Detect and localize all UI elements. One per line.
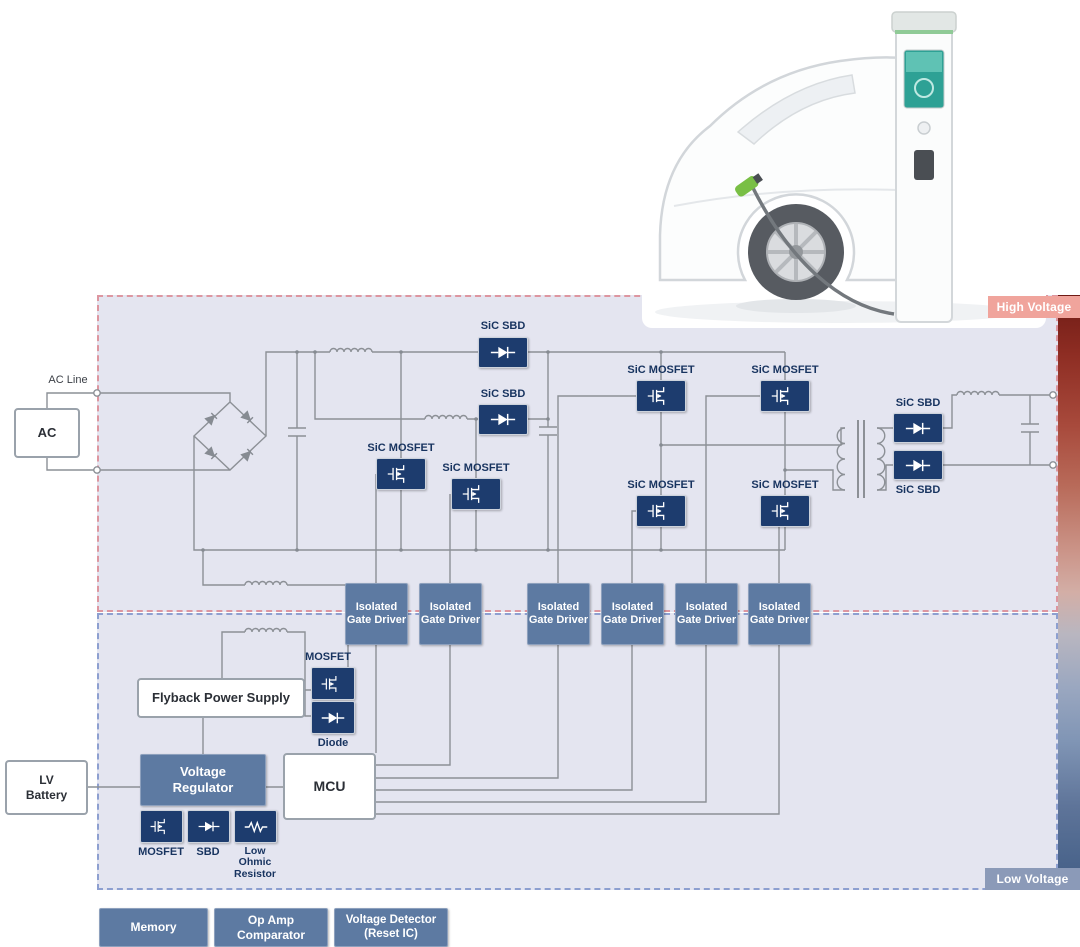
isolated-gate-driver-1[interactable]: Isolated Gate Driver [345, 583, 408, 645]
schottky-diode-icon [905, 459, 931, 471]
connector-holster [914, 150, 934, 180]
charging-station [891, 11, 957, 323]
memory-block[interactable]: Memory [99, 908, 208, 947]
station-button [917, 121, 931, 135]
sic-mosfet-block-pfc1[interactable] [376, 458, 426, 490]
resistor-icon [244, 820, 267, 833]
sic-sbd-block-out1[interactable] [893, 413, 943, 443]
isolated-gate-driver-4[interactable]: Isolated Gate Driver [601, 583, 664, 645]
schottky-diode-icon [490, 413, 516, 426]
low-ohmic-resistor-label: Low Ohmic Resistor [233, 845, 276, 880]
inductor-coil [329, 347, 373, 353]
vr-mosfet-label: MOSFET [138, 846, 184, 858]
isolated-gate-driver-2[interactable]: Isolated Gate Driver [419, 583, 482, 645]
flyback-secondary-coil [244, 627, 288, 633]
sic-mosfet-bridge3-label: SiC MOSFET [627, 479, 695, 491]
flyback-power-supply-block[interactable]: Flyback Power Supply [137, 678, 305, 718]
sic-mosfet-pfc2-label: SiC MOSFET [442, 462, 510, 474]
schottky-diode-icon [198, 821, 219, 832]
isolated-gate-driver-6[interactable]: Isolated Gate Driver [748, 583, 811, 645]
sic-sbd-out2-label: SiC SBD [895, 484, 941, 496]
sic-sbd-out1-label: SiC SBD [895, 397, 941, 409]
voltage-detector-block[interactable]: Voltage Detector (Reset IC) [334, 908, 448, 947]
sic-mosfet-block-bridge2[interactable] [760, 380, 810, 412]
sic-mosfet-block-pfc2[interactable] [451, 478, 501, 510]
junction-dots [201, 350, 787, 552]
diode-icon [321, 712, 345, 723]
sic-sbd-block-2[interactable] [478, 404, 528, 435]
vr-sbd-block[interactable] [187, 810, 230, 843]
rear-window [736, 74, 856, 145]
wires [46, 347, 1050, 815]
sic-mosfet-pfc1-label: SiC MOSFET [367, 442, 435, 454]
ev-charging-illustration [642, 0, 1046, 328]
sic-mosfet-bridge4-label: SiC MOSFET [751, 479, 819, 491]
sic-mosfet-block-bridge4[interactable] [760, 495, 810, 527]
mosfet-icon [771, 502, 789, 520]
sic-mosfet-block-bridge1[interactable] [636, 380, 686, 412]
mosfet-icon [462, 485, 480, 503]
inductor-coil [956, 390, 1000, 396]
mosfet-icon [647, 502, 665, 520]
low-ohmic-resistor-block[interactable] [234, 810, 277, 843]
op-amp-comparator-block[interactable]: Op Amp Comparator [214, 908, 328, 947]
charging-cable [750, 185, 895, 316]
transformer-primary-winding [836, 427, 846, 491]
flyback-primary-coil [244, 580, 288, 586]
sic-sbd-1-label: SiC SBD [480, 320, 526, 332]
isolated-gate-driver-5[interactable]: Isolated Gate Driver [675, 583, 738, 645]
high-voltage-badge: High Voltage [988, 296, 1080, 318]
flyback-mosfet-block[interactable] [311, 667, 355, 700]
sic-sbd-block-out2[interactable] [893, 450, 943, 480]
mosfet-icon [647, 387, 665, 405]
ac-input-terminals [93, 389, 101, 474]
mosfet-icon [771, 387, 789, 405]
dc-output-terminals [1049, 391, 1057, 469]
flyback-mosfet-label: MOSFET [305, 651, 351, 663]
voltage-gradient-bar [1058, 295, 1080, 890]
lv-battery-block: LV Battery [5, 760, 88, 815]
voltage-regulator-block[interactable]: Voltage Regulator [140, 754, 266, 806]
flyback-diode-label: Diode [317, 737, 349, 749]
vr-sbd-label: SBD [196, 846, 220, 858]
isolated-gate-driver-3[interactable]: Isolated Gate Driver [527, 583, 590, 645]
vr-mosfet-block[interactable] [140, 810, 183, 843]
sic-sbd-block-1[interactable] [478, 337, 528, 368]
mcu-block[interactable]: MCU [283, 753, 376, 820]
schottky-diode-icon [905, 422, 931, 434]
inductor-coil [424, 414, 468, 420]
mosfet-icon [387, 465, 405, 483]
mosfet-icon [321, 675, 336, 692]
charging-plug [735, 173, 763, 197]
schottky-diode-icon [490, 346, 516, 359]
ac-source-block: AC [14, 408, 80, 458]
transformer-secondary-winding [876, 427, 886, 491]
low-voltage-region [97, 613, 1058, 890]
low-voltage-badge: Low Voltage [985, 868, 1080, 890]
flyback-diode-block[interactable] [311, 701, 355, 734]
sic-mosfet-bridge2-label: SiC MOSFET [751, 364, 819, 376]
sic-sbd-2-label: SiC SBD [480, 388, 526, 400]
bridge-rectifier [204, 410, 254, 462]
sic-mosfet-block-bridge3[interactable] [636, 495, 686, 527]
transformer-core [857, 420, 865, 498]
ac-line-label: AC Line [48, 374, 88, 386]
mosfet-icon [150, 818, 165, 835]
sic-mosfet-bridge1-label: SiC MOSFET [627, 364, 695, 376]
